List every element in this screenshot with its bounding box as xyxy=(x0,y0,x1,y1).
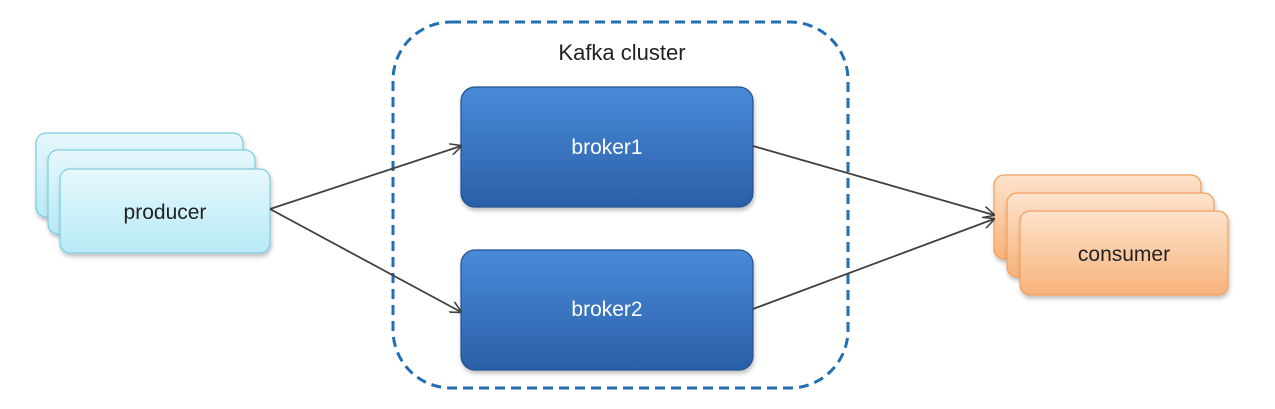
arrow-broker2-to-consumer xyxy=(752,219,994,310)
arrow-broker1-to-consumer xyxy=(752,145,994,215)
producer-label: producer xyxy=(124,201,207,224)
broker1-label: broker1 xyxy=(571,136,642,159)
consumer-stack: consumer xyxy=(993,174,1229,296)
arrow-producer-to-broker1 xyxy=(269,146,461,210)
consumer-label: consumer xyxy=(1078,243,1170,266)
producer-card-front xyxy=(59,168,271,254)
consumer-card-front xyxy=(1019,210,1229,296)
producer-stack: producer xyxy=(35,132,271,254)
kafka-cluster-container: Kafka cluster xyxy=(391,20,850,390)
arrow-producer-to-broker2 xyxy=(269,208,461,312)
broker2-label: broker2 xyxy=(571,298,642,321)
connections xyxy=(269,145,994,312)
cluster-label: Kafka cluster xyxy=(558,40,685,65)
cluster-border xyxy=(391,20,850,390)
broker-node: broker2 xyxy=(460,249,754,371)
broker-node: broker1 xyxy=(460,86,754,208)
